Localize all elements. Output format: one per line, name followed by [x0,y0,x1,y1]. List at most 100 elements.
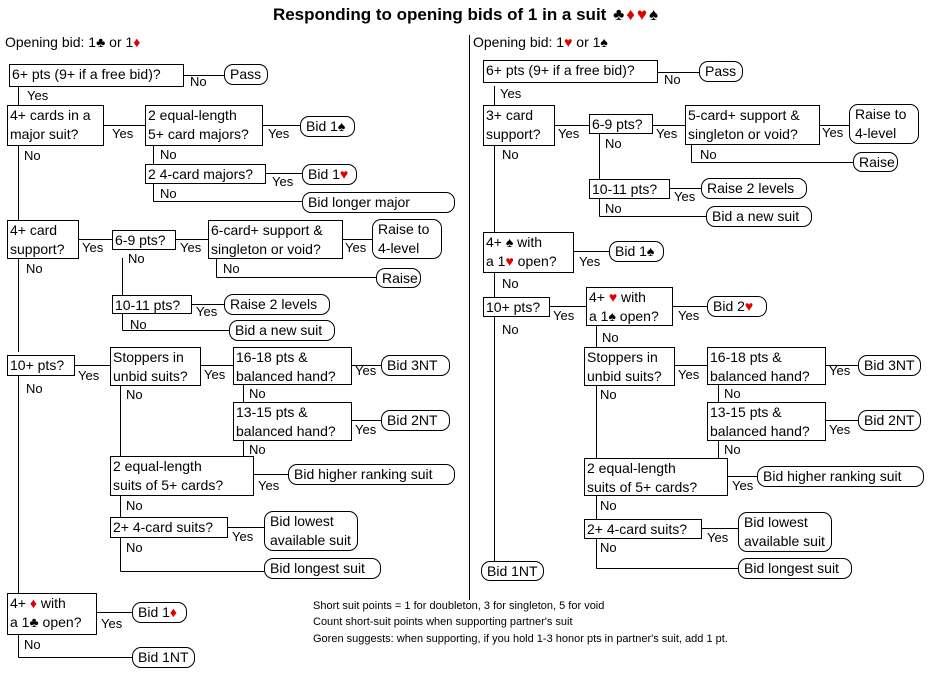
spade-icon: ♠ [649,5,659,24]
no-label: No [502,276,519,291]
no-label: No [605,201,622,216]
right-r-bid-2h: Bid 2♥ [707,296,767,317]
line-1: Bid lowest [744,514,808,530]
yes-label: Yes [707,530,729,545]
left-r-new-suit: Bid a new suit [229,320,335,341]
no-label: No [600,387,617,402]
yes-label: Yes [272,174,294,189]
text: open? [615,308,659,324]
right-q-points: 6+ pts (9+ if a free bid)? [483,60,658,83]
line-1: 2 equal-length [148,107,237,123]
spade-icon: ♠ [337,118,346,134]
line-1: Stoppers in [113,349,184,365]
yes-label: Yes [674,189,696,204]
text: a 1 [10,614,30,630]
left-heading-mid: or 1 [105,34,134,50]
left-q-6-9: 6-9 pts? [112,230,176,250]
no-label: No [26,381,43,396]
no-label: No [249,386,266,401]
bid-text: Bid 1 [138,604,170,620]
line-1: 4+ ♥ with [589,288,670,307]
line-2: major suit? [10,126,79,142]
no-label: No [600,540,617,555]
text: with [617,289,646,305]
left-heading-text: Opening bid: 1 [5,34,97,50]
no-label: No [130,317,147,332]
no-label: No [249,442,266,457]
line-2: 5+ card majors? [148,126,249,142]
text: open? [513,253,557,269]
heart-icon: ♥ [608,289,618,305]
yes-label: Yes [678,367,700,382]
right-r-2nt: Bid 2NT [858,410,921,431]
line-2: singleton or void? [211,241,321,257]
right-heading: Opening bid: 1♥ or 1♠ [473,34,608,50]
left-q-equal-majors: 2 equal-length 5+ card majors? [145,105,263,146]
no-label: No [24,148,41,163]
left-q-16-18: 16-18 pts &balanced hand? [233,347,352,385]
line-1: Bid lowest [270,513,334,529]
left-r-2nt: Bid 2NT [381,410,450,431]
left-r-longest: Bid longest suit [264,558,381,579]
no-label: No [223,261,240,276]
no-label: No [700,147,717,162]
note-count-short-suit: Count short-suit points when supporting … [313,616,573,628]
left-r-bid-1h: Bid 1♥ [302,164,357,185]
club-icon: ♣ [96,34,106,50]
line-2: unbid suits? [587,368,662,384]
text: 4+ [486,234,506,250]
yes-label: Yes [82,240,104,255]
left-q-stoppers: Stoppers in unbid suits? [110,347,201,386]
line-1: 16-18 pts & [710,349,782,365]
no-label: No [502,322,519,337]
left-heading: Opening bid: 1♣ or 1♦ [5,34,140,50]
line-2: 4-level [378,240,420,256]
diamond-icon: ♦ [29,595,38,611]
no-label: No [664,72,681,87]
left-r-higher: Bid higher ranking suit [288,464,455,485]
right-r-pass: Pass [699,61,743,82]
line-1: 4+ ♦ with [10,594,94,613]
spade-icon: ♠ [646,243,655,259]
line-2: singleton or void? [688,126,798,142]
text: a 1 [589,308,609,324]
heart-icon: ♥ [339,166,349,182]
text: a 1 [486,253,506,269]
line-2: available suit [270,532,351,548]
left-q-6card: 6-card+ support &singleton or void? [208,220,343,259]
heart-icon: ♥ [564,34,573,50]
right-heading-text: Opening bid: 1 [473,34,565,50]
yes-label: Yes [822,125,844,140]
bid-text: Bid 2 [713,298,745,314]
left-q-four-suits: 2+ 4-card suits? [110,517,228,538]
no-label: No [126,540,143,555]
no-label: No [24,637,41,652]
right-r-longest: Bid longest suit [738,558,852,579]
right-q-10plus: 10+ pts? [483,297,550,317]
club-icon: ♣ [613,5,625,24]
line-2: balanced hand? [236,423,336,439]
no-label: No [602,330,619,345]
left-r-1nt: Bid 1NT [132,647,195,668]
line-2: a 1♥ open? [486,252,571,271]
yes-label: Yes [678,308,700,323]
left-r-longer-major: Bid longer major [302,192,455,213]
yes-label: Yes [829,422,851,437]
right-heading-mid: or 1 [572,34,601,50]
yes-label: Yes [553,308,575,323]
line-2: support? [486,126,541,142]
right-r-1nt: Bid 1NT [481,561,544,581]
heart-icon: ♥ [744,298,754,314]
line-2: unbid suits? [113,368,188,384]
yes-label: Yes [829,363,851,378]
no-label: No [160,147,177,162]
yes-label: Yes [232,529,254,544]
right-r-raise: Raise [853,152,898,172]
